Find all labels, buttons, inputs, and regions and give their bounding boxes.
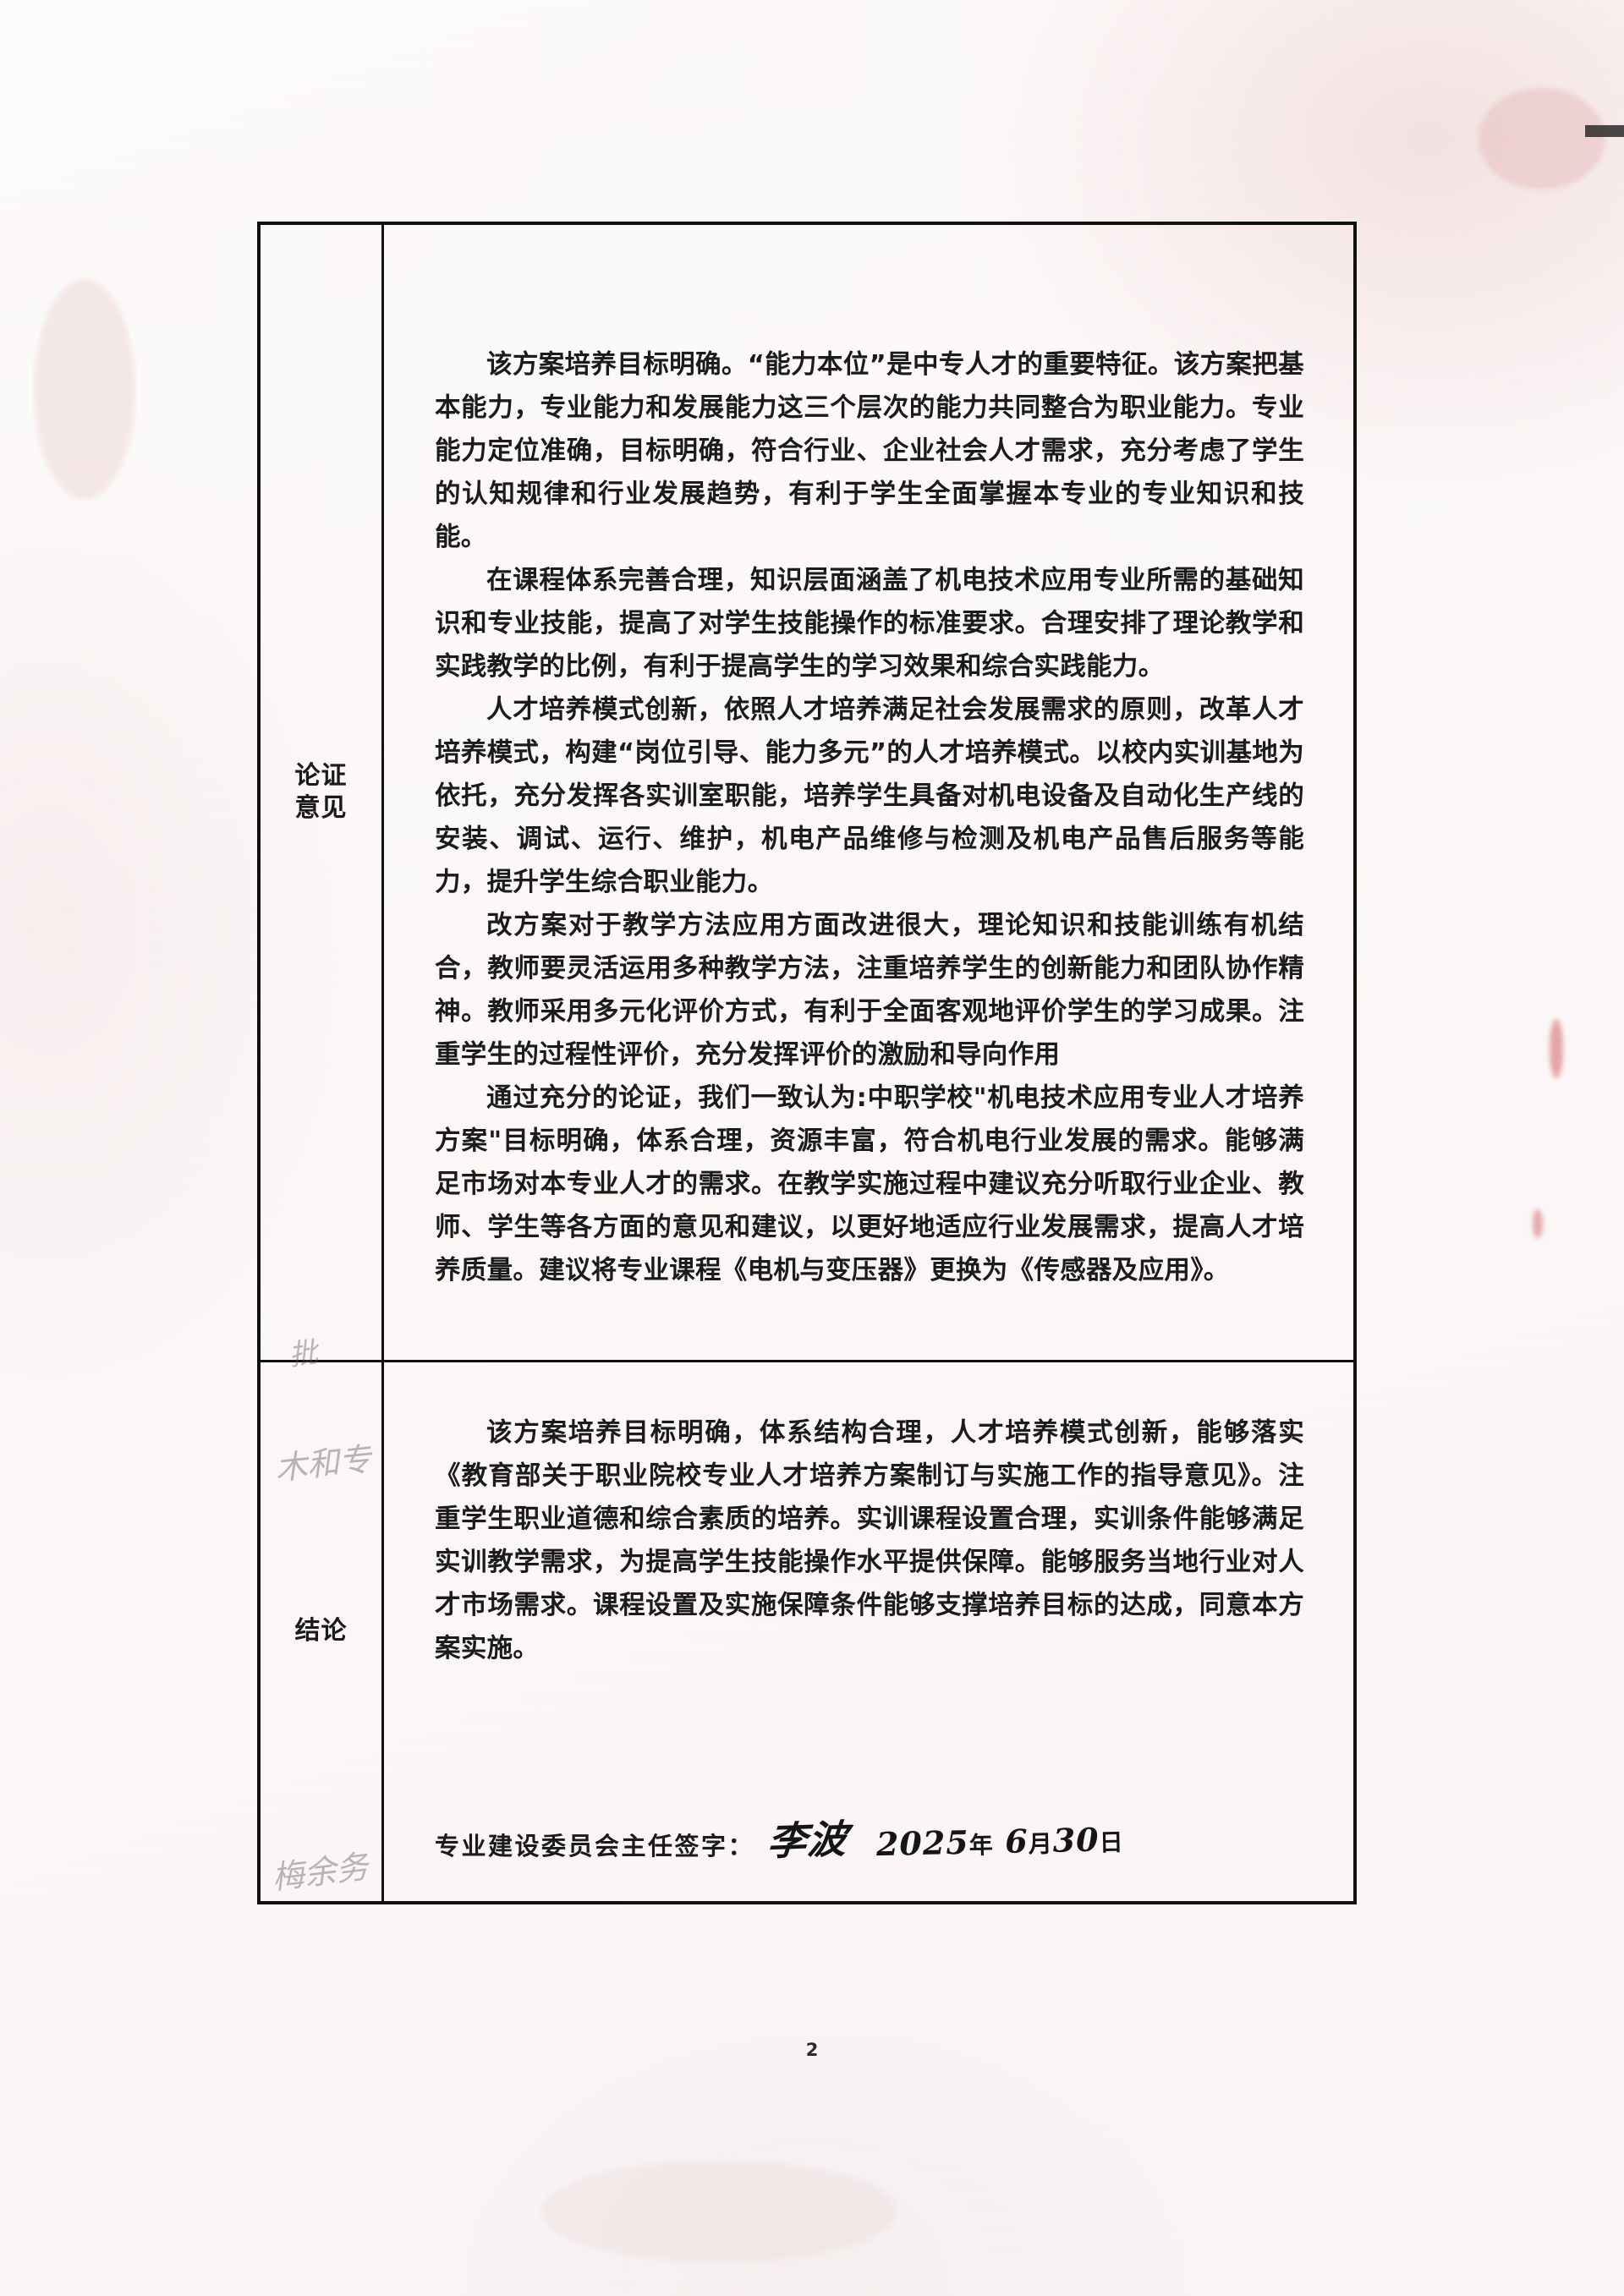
row-body-conclusion: 该方案培养目标明确，体系结构合理，人才培养模式创新，能够落实《教育部关于职业院校… — [384, 1362, 1353, 1901]
paragraph: 改方案对于教学方法应用方面改进很大，理论知识和技能训练有机结合，教师要灵活运用多… — [435, 911, 1304, 1070]
signature-date-month-unit: 月 — [1028, 1829, 1054, 1859]
signature-date: 2025年 6月30日 — [876, 1820, 1125, 1868]
paragraph: 在课程体系完善合理，知识层面涵盖了机电技术应用专业所需的基础知识和专业技能，提高… — [435, 566, 1304, 682]
signature-date-year-unit: 年 — [968, 1831, 995, 1860]
signature-date-month: 6 — [1004, 1822, 1029, 1860]
signature-date-day-unit: 日 — [1099, 1827, 1125, 1857]
row-body-opinion: 该方案培养目标明确。“能力本位”是中专人才的重要特征。该方案把基本能力，专业能力… — [384, 225, 1353, 1360]
signature-line: 专业建设委员会主任签字： 李波 2025年 6月30日 — [435, 1810, 1320, 1866]
paragraph: 通过充分的论证，我们一致认为:中职学校"机电技术应用专业人才培养方案"目标明确，… — [435, 1083, 1304, 1285]
table-row: 论证 意见 该方案培养目标明确。“能力本位”是中专人才的重要特征。该方案把基本能… — [261, 225, 1353, 1362]
signature-label: 专业建设委员会主任签字： — [435, 1832, 755, 1860]
row-label-conclusion: 结论 — [261, 1362, 384, 1901]
paragraph: 该方案培养目标明确，体系结构合理，人才培养模式创新，能够落实《教育部关于职业院校… — [435, 1418, 1304, 1663]
conclusion-text-block: 该方案培养目标明确，体系结构合理，人才培养模式创新，能够落实《教育部关于职业院校… — [384, 1362, 1353, 1670]
paragraph: 该方案培养目标明确。“能力本位”是中专人才的重要特征。该方案把基本能力，专业能力… — [435, 350, 1304, 552]
table-row: 结论 该方案培养目标明确，体系结构合理，人才培养模式创新，能够落实《教育部关于职… — [261, 1362, 1353, 1901]
row-label-text: 论证 意见 — [294, 760, 348, 823]
opinion-text-block: 该方案培养目标明确。“能力本位”是中专人才的重要特征。该方案把基本能力，专业能力… — [384, 225, 1353, 1292]
paragraph: 人才培养模式创新，依照人才培养满足社会发展需求的原则，改革人才培养模式，构建“岗… — [435, 695, 1304, 897]
review-form-table: 论证 意见 该方案培养目标明确。“能力本位”是中专人才的重要特征。该方案把基本能… — [257, 222, 1357, 1904]
row-label-opinion: 论证 意见 — [261, 225, 384, 1360]
row-label-text: 结论 — [294, 1616, 348, 1647]
signature-date-year: 2025 — [875, 1822, 970, 1864]
scan-edge-artifact — [1585, 125, 1624, 137]
signature-date-day: 30 — [1052, 1820, 1100, 1860]
page-number: 2 — [805, 2040, 819, 2060]
signature-handwritten-name: 李波 — [765, 1816, 850, 1865]
